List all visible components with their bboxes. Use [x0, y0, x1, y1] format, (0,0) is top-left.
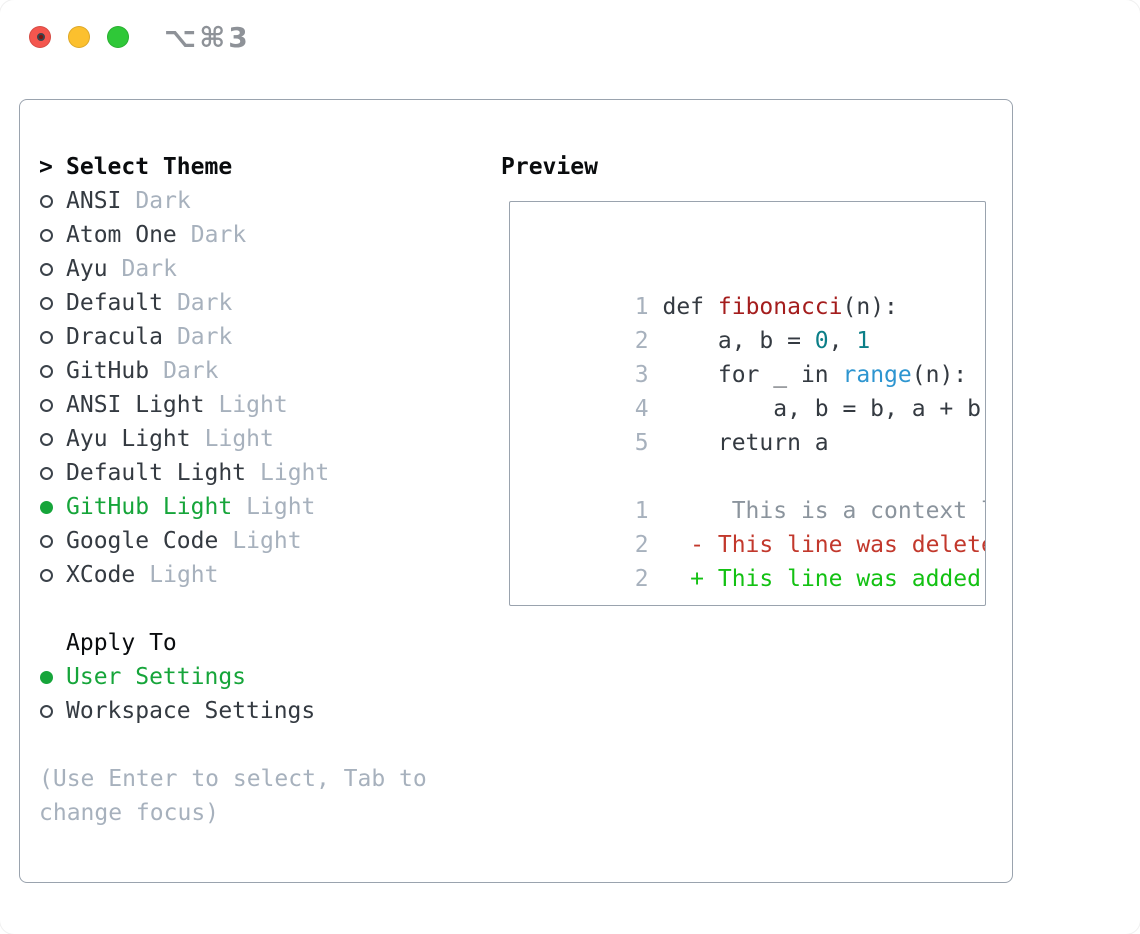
theme-list: > Select Theme ANSI Dark Atom One Dark A… — [39, 150, 499, 830]
line-number: 2 — [634, 328, 649, 354]
theme-variant-label: Dark — [190, 222, 247, 248]
keyboard-hint: (Use Enter to select, Tab to change focu… — [39, 766, 427, 826]
theme-variant-label: Dark — [121, 256, 177, 282]
window-title: ⌥⌘3 — [164, 21, 251, 54]
line-number: 1 — [634, 294, 649, 320]
apply-option-workspace-settings[interactable]: Workspace Settings — [39, 694, 499, 728]
theme-option-ayu-light[interactable]: Ayu Light Light — [39, 422, 499, 456]
radio-icon — [40, 432, 53, 446]
diff-context-line: 1 This is a context line. — [524, 460, 985, 524]
theme-option-ansi-light[interactable]: ANSI Light Light — [39, 388, 499, 422]
theme-variant-label: Light — [260, 460, 330, 486]
apply-option-user-settings[interactable]: User Settings — [39, 660, 499, 694]
modified-dot-icon — [37, 33, 45, 41]
theme-option-ayu-dark[interactable]: Ayu Dark — [39, 252, 499, 286]
radio-icon — [40, 466, 53, 480]
radio-icon — [40, 296, 53, 310]
radio-icon — [40, 228, 53, 242]
line-number: 3 — [634, 362, 649, 388]
theme-option-ansi-dark[interactable]: ANSI Dark — [39, 184, 499, 218]
theme-option-default-light[interactable]: Default Light Light — [39, 456, 499, 490]
preview-title: Preview — [501, 154, 598, 180]
radio-icon — [40, 194, 53, 208]
apply-to-title: Apply To — [66, 630, 177, 656]
select-theme-header: > Select Theme — [39, 150, 499, 184]
theme-variant-label: Dark — [163, 358, 219, 384]
zoom-button[interactable] — [107, 26, 129, 48]
radio-icon — [40, 262, 53, 276]
radio-icon — [40, 364, 53, 378]
code-line: 3 for _ in range(n): — [524, 324, 985, 388]
code-line: 2 a, b = 0, 1 — [524, 290, 985, 354]
theme-option-github-dark[interactable]: GitHub Dark — [39, 354, 499, 388]
theme-variant-label: Light — [204, 426, 274, 452]
theme-variant-label: Dark — [135, 188, 191, 214]
theme-option-atom-one-dark[interactable]: Atom One Dark — [39, 218, 499, 252]
theme-option-dracula-dark[interactable]: Dracula Dark — [39, 320, 499, 354]
radio-selected-icon — [40, 670, 53, 684]
apply-to-header: Apply To — [39, 626, 499, 660]
select-theme-title: Select Theme — [66, 154, 233, 180]
radio-icon — [40, 568, 53, 582]
diff-deleted-line: 2 - This line was deleted. — [524, 494, 985, 558]
diff-added-line: 2 + This line was added. — [524, 528, 985, 592]
line-number: 5 — [634, 430, 649, 456]
theme-variant-label: Light — [232, 528, 302, 554]
close-button[interactable] — [29, 26, 51, 48]
title-bar: ⌥⌘3 — [0, 0, 1140, 75]
radio-selected-icon — [40, 500, 53, 514]
theme-variant-label: Light — [246, 494, 316, 520]
cursor-icon: > — [39, 154, 53, 180]
theme-variant-label: Light — [218, 392, 288, 418]
theme-option-google-code[interactable]: Google Code Light — [39, 524, 499, 558]
radio-icon — [40, 330, 53, 344]
theme-option-default-dark[interactable]: Default Dark — [39, 286, 499, 320]
code-line: 1 def fibonacci(n): — [524, 256, 985, 320]
minimize-button[interactable] — [68, 26, 90, 48]
line-number: 2 — [634, 566, 649, 592]
theme-option-xcode[interactable]: XCode Light — [39, 558, 499, 592]
theme-option-github-light[interactable]: GitHub Light Light — [39, 490, 499, 524]
theme-variant-label: Dark — [176, 290, 233, 316]
radio-icon — [40, 534, 53, 548]
preview-box: 1 def fibonacci(n): 2 a, b = 0, 1 3 for … — [509, 201, 986, 606]
line-number: 4 — [634, 396, 649, 422]
code-line: 5 return a — [524, 392, 985, 456]
line-number: 2 — [634, 532, 649, 558]
code-line: 4 a, b = b, a + b — [524, 358, 985, 422]
theme-variant-label: Light — [149, 562, 219, 588]
theme-selector-panel: > Select Theme ANSI Dark Atom One Dark A… — [19, 99, 1013, 883]
radio-icon — [40, 704, 53, 718]
theme-variant-label: Dark — [176, 324, 233, 350]
line-number: 1 — [634, 498, 649, 524]
radio-icon — [40, 398, 53, 412]
